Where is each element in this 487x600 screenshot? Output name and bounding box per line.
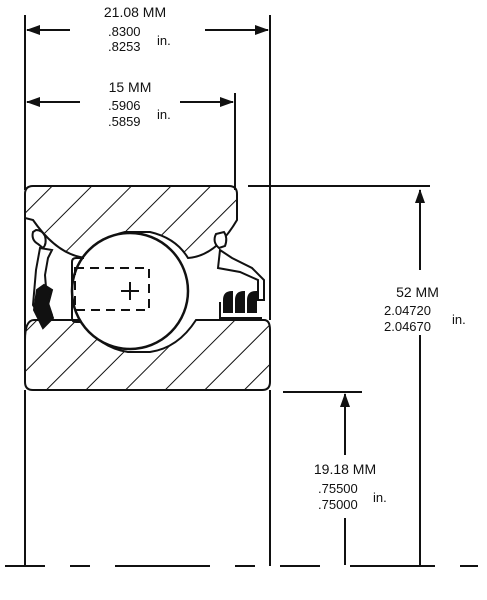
left-seal bbox=[31, 228, 55, 330]
outer-width-inch-min: .8253 bbox=[108, 39, 141, 54]
outer-width-inch-max: .8300 bbox=[108, 24, 141, 39]
dimension-arrows bbox=[26, 25, 425, 565]
inner-width-inch-min: .5859 bbox=[108, 114, 141, 129]
bore-unit: in. bbox=[373, 490, 387, 505]
bore-inch-max: .75500 bbox=[318, 481, 358, 496]
outer-diameter-inch-max: 2.04720 bbox=[384, 303, 431, 318]
outer-ring bbox=[24, 185, 238, 260]
cage-outline bbox=[74, 267, 150, 311]
extension-lines bbox=[24, 15, 430, 393]
bore-mm-label: 19.18 MM bbox=[313, 461, 377, 477]
outer-width-unit: in. bbox=[157, 33, 171, 48]
outer-diameter-mm-label: 52 MM bbox=[396, 284, 439, 300]
ball bbox=[70, 231, 190, 351]
outer-width-mm-label: 21.08 MM bbox=[103, 4, 167, 20]
inner-width-mm-label: 15 MM bbox=[108, 79, 152, 95]
inner-width-unit: in. bbox=[157, 107, 171, 122]
outer-diameter-unit: in. bbox=[452, 312, 466, 327]
right-seal bbox=[213, 230, 265, 319]
retainer bbox=[71, 257, 84, 323]
inner-width-inch-max: .5906 bbox=[108, 98, 141, 113]
bore-inch-min: .75000 bbox=[318, 497, 358, 512]
outer-diameter-inch-min: 2.04670 bbox=[384, 319, 431, 334]
